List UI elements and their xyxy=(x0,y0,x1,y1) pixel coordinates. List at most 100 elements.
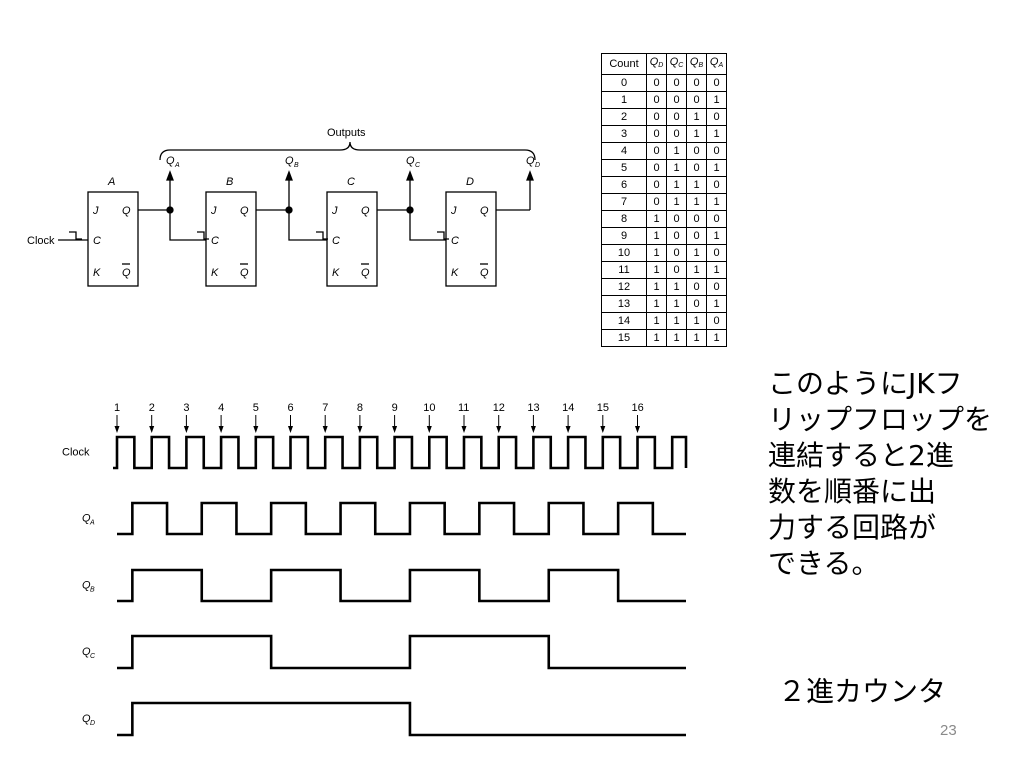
bit-cell: 1 xyxy=(706,91,727,109)
signal-label: Clock xyxy=(62,447,90,459)
pulse-arrow-icon xyxy=(461,426,467,433)
bit-cell: 0 xyxy=(706,108,727,126)
pulse-number-label: 10 xyxy=(423,402,435,414)
flipflop-b-box xyxy=(205,191,257,287)
pulse-arrow-icon xyxy=(114,426,120,433)
pin-q-bar-label: Q xyxy=(122,267,131,279)
bit-cell: 1 xyxy=(706,227,727,245)
pin-q-bar-label: Q xyxy=(361,267,370,279)
pin-q-label: Q xyxy=(480,205,489,217)
pulse-arrow-icon xyxy=(149,426,155,433)
pin-k-label: K xyxy=(451,267,459,279)
output-subscript: C xyxy=(415,162,421,169)
bit-cell: 0 xyxy=(706,210,727,228)
bit-cell: 1 xyxy=(706,125,727,143)
arrow-icon xyxy=(285,170,293,181)
clock-input-label: Clock xyxy=(27,235,55,247)
signal-subscript: C xyxy=(90,653,96,660)
pulse-number-label: 1 xyxy=(114,402,120,414)
pulse-number-label: 3 xyxy=(183,402,189,414)
clock-chain-wire xyxy=(288,210,327,241)
pulse-arrow-icon xyxy=(253,426,259,433)
pulse-number-label: 11 xyxy=(458,402,469,414)
arrow-icon xyxy=(166,170,174,181)
pin-c-label: C xyxy=(93,235,101,247)
pin-k-label: K xyxy=(211,267,219,279)
pin-c-label: C xyxy=(211,235,219,247)
pulse-number-label: 4 xyxy=(218,402,224,414)
flipflop-name-label: D xyxy=(466,176,474,188)
signal-label: Q xyxy=(82,580,91,592)
pulse-number-label: 9 xyxy=(392,402,398,414)
signal-waveform xyxy=(117,501,686,536)
arrow-icon xyxy=(406,170,414,181)
pin-j-label: J xyxy=(331,205,338,217)
bit-cell: 0 xyxy=(706,244,727,262)
pin-q-label: Q xyxy=(361,205,370,217)
bit-cell: 0 xyxy=(706,312,727,330)
flipflop-name-label: A xyxy=(107,176,115,188)
pulse-number-label: 13 xyxy=(527,402,539,414)
pulse-number-label: 12 xyxy=(493,402,505,414)
pulse-number-label: 8 xyxy=(357,402,363,414)
edge-symbol xyxy=(316,231,328,240)
outputs-label: Outputs xyxy=(327,127,366,139)
pulse-arrow-icon xyxy=(496,426,502,433)
pin-j-label: J xyxy=(92,205,99,217)
signal-label: Q xyxy=(82,646,91,658)
bit-cell: 1 xyxy=(706,193,727,211)
flipflop-a-box xyxy=(87,191,139,287)
page-number: 23 xyxy=(940,722,957,739)
signal-waveform xyxy=(117,701,686,737)
signal-subscript: A xyxy=(89,520,95,527)
output-qd-label: Q xyxy=(526,155,535,167)
explanation-line: このようにJKフ xyxy=(768,367,963,400)
explanation-line: 数を順番に出 xyxy=(768,475,937,508)
pulse-number-label: 7 xyxy=(322,402,328,414)
signal-waveform xyxy=(117,634,686,670)
pin-c-label: C xyxy=(332,235,340,247)
binary-counter-label: ２進カウンタ xyxy=(778,675,947,708)
explanation-line: 力する回路が xyxy=(768,511,937,544)
explanation-line: できる。 xyxy=(768,547,880,580)
pin-q-label: Q xyxy=(240,205,249,217)
explanation-line: 連結すると2進 xyxy=(768,439,954,472)
pulse-number-label: 6 xyxy=(288,402,294,414)
table-header-row: Count QD QC QB QA xyxy=(601,53,727,75)
pulse-arrow-icon xyxy=(183,426,189,433)
pulse-number-label: 16 xyxy=(632,402,644,414)
signal-waveform xyxy=(113,435,688,470)
bit-cell: 1 xyxy=(706,159,727,177)
output-qb-label: Q xyxy=(285,155,294,167)
signal-subscript: B xyxy=(90,587,95,594)
pulse-arrow-icon xyxy=(392,426,398,433)
pulse-number-label: 15 xyxy=(597,402,609,414)
pin-j-label: J xyxy=(210,205,217,217)
signal-label: Q xyxy=(82,513,91,525)
count-column-header: Count xyxy=(601,53,647,75)
bit-cell: 1 xyxy=(706,295,727,313)
clock-chain-wire xyxy=(169,210,206,241)
flipflop-name-label: B xyxy=(226,176,233,188)
pulse-number-label: 14 xyxy=(562,402,574,414)
pin-q-label: Q xyxy=(122,205,131,217)
signal-subscript: D xyxy=(90,720,95,727)
pulse-arrow-icon xyxy=(600,426,606,433)
bit-cell: 0 xyxy=(706,142,727,160)
pulse-number-label: 2 xyxy=(149,402,155,414)
signal-waveform xyxy=(117,568,686,603)
pin-j-label: J xyxy=(450,205,457,217)
bit-cell: 0 xyxy=(706,278,727,296)
clock-chain-wire xyxy=(409,210,446,241)
pulse-arrow-icon xyxy=(426,426,432,433)
